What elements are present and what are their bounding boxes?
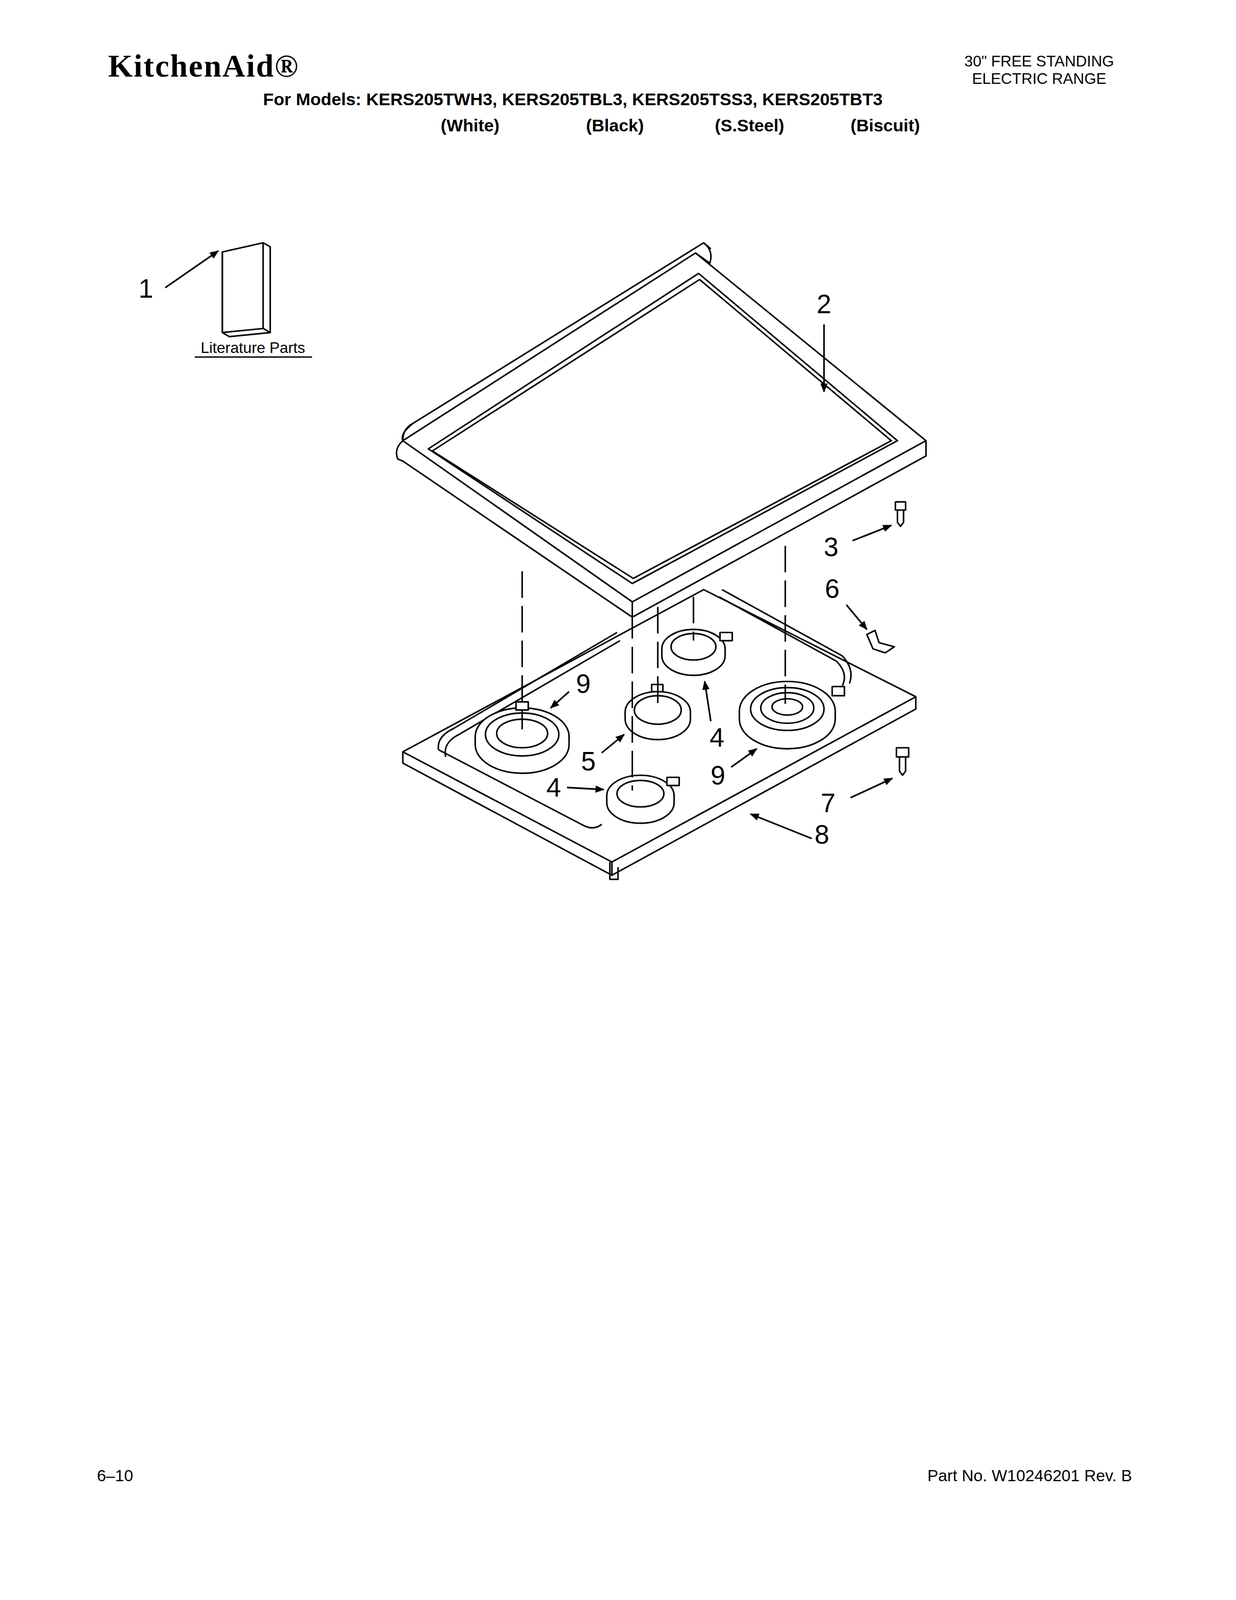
callout-number: 4 — [546, 772, 561, 802]
color-name: (Black) — [586, 117, 644, 137]
model-list: For Models: KERS205TWH3, KERS205TBL3, KE… — [263, 90, 883, 110]
callout-number: 3 — [824, 532, 839, 562]
callout-number: 7 — [820, 788, 836, 818]
diagram-title: 30" FREE STANDING ELECTRIC RANGE — [948, 52, 1131, 87]
color-name: (S.Steel) — [714, 117, 785, 137]
callout-number: 9 — [710, 760, 726, 790]
color-name: (Biscuit) — [850, 117, 920, 137]
part-name: Literature Parts — [200, 339, 306, 357]
callout-number: 9 — [575, 668, 591, 698]
callout-number: 6 — [824, 573, 840, 603]
callout-number: 5 — [581, 746, 596, 776]
callout-number: 8 — [814, 819, 830, 849]
callout-number: 4 — [709, 722, 725, 752]
brand-logo: KitchenAid® — [108, 48, 300, 84]
callout-number: 2 — [816, 289, 832, 319]
part-number: Part No. W10246201 Rev. B — [927, 1466, 1132, 1485]
color-name: (White) — [440, 117, 500, 137]
callout-number: 1 — [138, 273, 154, 303]
page-number: 6–10 — [96, 1466, 134, 1485]
